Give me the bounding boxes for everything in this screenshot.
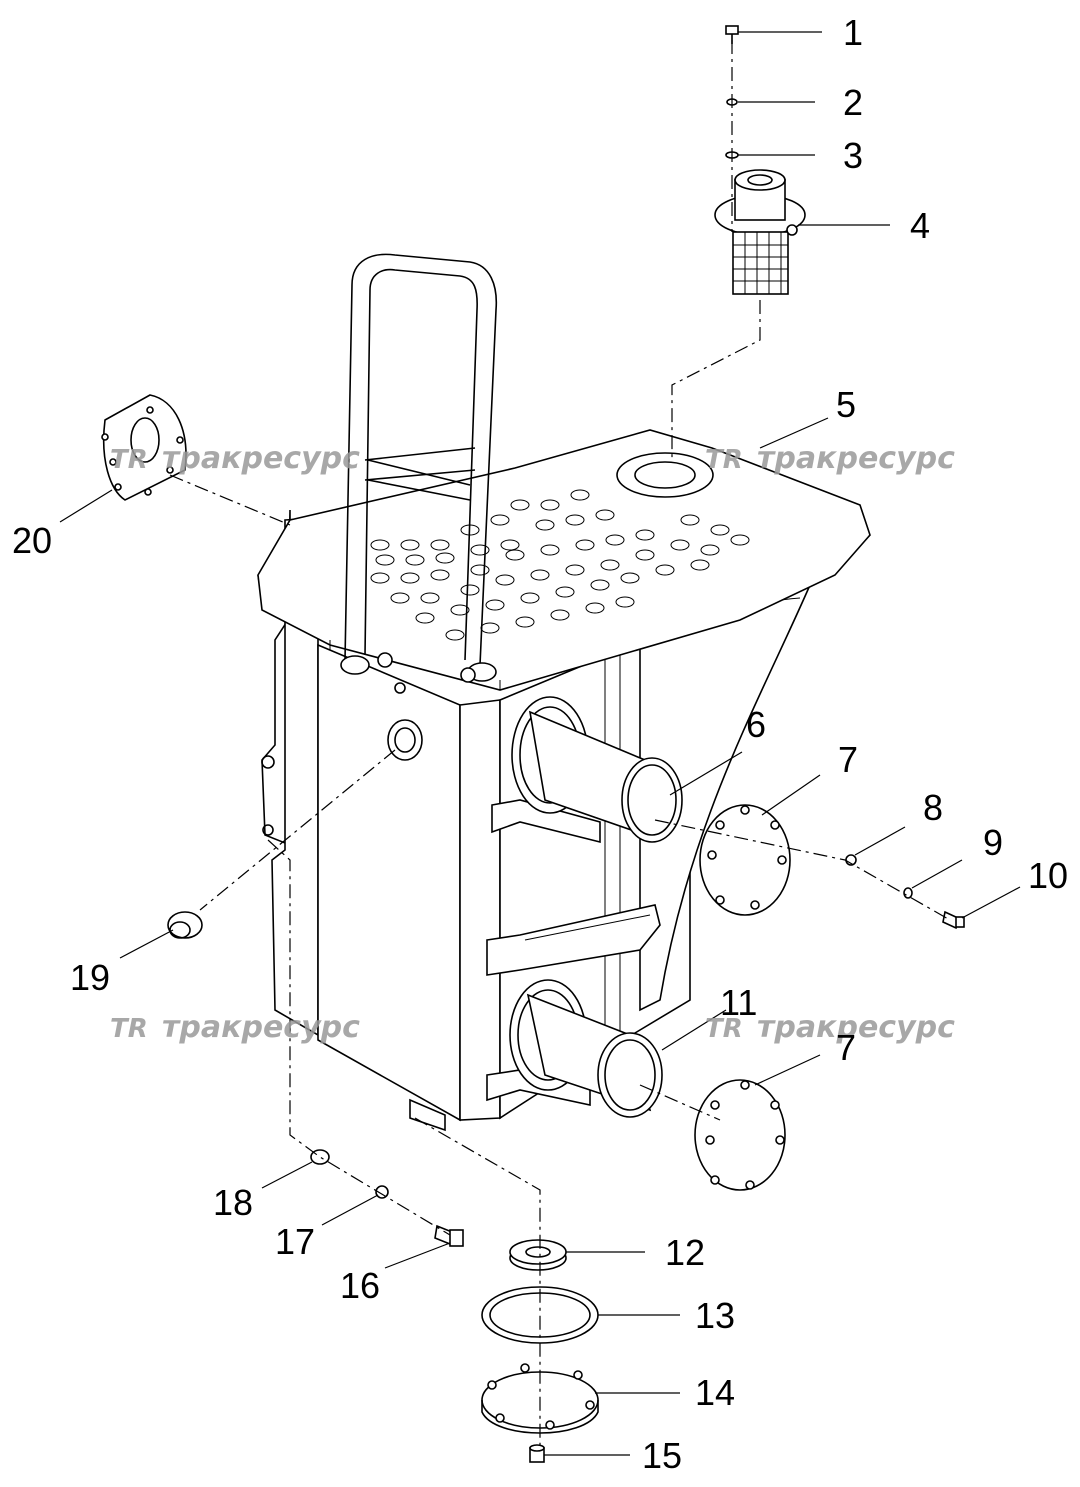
deck-dimples xyxy=(370,489,750,641)
part-4-filler-filter xyxy=(714,169,806,295)
callout-label: 14 xyxy=(695,1372,735,1413)
watermark-logo: TR xyxy=(705,445,743,475)
callout-label: 11 xyxy=(720,982,757,1023)
callout-label: 16 xyxy=(340,1265,380,1306)
watermark-logo: TR xyxy=(705,1014,743,1044)
suction-tube-upper xyxy=(511,696,683,843)
callout-label: 5 xyxy=(836,384,856,425)
callout-label: 1 xyxy=(843,12,863,53)
callout-label: 10 xyxy=(1028,855,1068,896)
callout-label: 4 xyxy=(910,205,930,246)
callout-label: 2 xyxy=(843,82,863,123)
watermark-text: тракресурс xyxy=(757,441,955,476)
callout-label: 19 xyxy=(70,957,110,998)
callout-label: 20 xyxy=(12,520,52,561)
part-19-plug xyxy=(167,911,203,939)
part-9-lock-washer xyxy=(903,887,913,899)
hydraulic-tank xyxy=(257,253,871,1132)
callout-label: 9 xyxy=(983,822,1003,863)
callout-label: 7 xyxy=(836,1027,856,1068)
part-7-cover-lower xyxy=(694,1079,786,1191)
watermark-text: тракресурс xyxy=(162,441,360,476)
callout-label: 8 xyxy=(923,787,943,828)
callout-label: 17 xyxy=(275,1221,315,1262)
assembly-centerlines xyxy=(169,40,951,1450)
callout-label: 12 xyxy=(665,1232,705,1273)
watermark-logo: TR xyxy=(110,445,148,475)
callout-labels: 1 2 3 4 5 6 7 7 8 9 10 11 12 13 14 15 16… xyxy=(12,12,1068,1476)
watermark-text: тракресурс xyxy=(757,1010,955,1045)
watermark-group: TR тракресурс TR тракресурс TR тракресур… xyxy=(110,441,955,1045)
part-12-spacer xyxy=(509,1239,567,1271)
part-16-bolt xyxy=(434,1224,464,1247)
part-10-bolt xyxy=(942,910,965,930)
return-tube-lower xyxy=(509,979,663,1118)
part-15-drain-plug xyxy=(529,1444,545,1463)
callout-label: 3 xyxy=(843,135,863,176)
callout-leaders xyxy=(59,31,1021,1456)
callout-label: 13 xyxy=(695,1295,735,1336)
part-20-cover-flange xyxy=(101,394,187,501)
part-17-lock-washer xyxy=(375,1185,389,1199)
callout-label: 7 xyxy=(838,739,858,780)
watermark-text: тракресурс xyxy=(162,1010,360,1045)
handrail xyxy=(340,253,498,694)
callout-label: 6 xyxy=(746,704,766,745)
callout-label: 18 xyxy=(213,1182,253,1223)
part-7-cover-upper xyxy=(699,804,791,916)
steps xyxy=(486,799,661,1106)
watermark-logo: TR xyxy=(110,1014,148,1044)
callout-label: 15 xyxy=(642,1435,682,1476)
